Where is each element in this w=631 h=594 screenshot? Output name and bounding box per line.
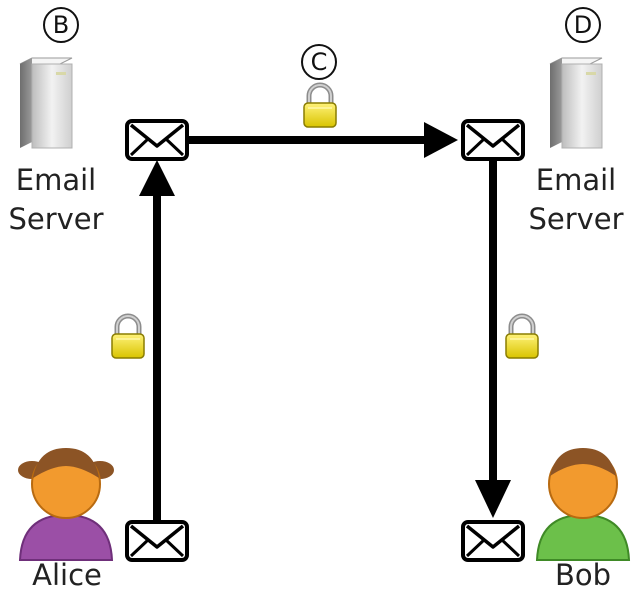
channel-c-marker: C: [301, 44, 337, 80]
lock-icon: [112, 316, 144, 358]
arrow-server-b-to-server-d: [187, 122, 458, 158]
envelope-icon: [125, 520, 189, 562]
bob-label: Bob: [554, 558, 612, 592]
alice-label: Alice: [32, 558, 102, 592]
envelope-icon: [125, 119, 189, 161]
alice-avatar-icon: [18, 448, 114, 561]
server-d-label-line1: Email: [535, 163, 617, 197]
envelope-icon: [461, 119, 525, 161]
server-icon: [19, 57, 73, 149]
server-b-label-line2: Server: [8, 202, 104, 236]
server-d-label-line2: Server: [528, 202, 624, 236]
arrow-alice-to-server-b: [139, 160, 175, 520]
bob-avatar-icon: [535, 448, 631, 561]
arrow-server-d-to-bob: [475, 160, 511, 518]
server-d-marker: D: [565, 7, 601, 43]
envelope-icon: [461, 520, 525, 562]
lock-icon: [506, 316, 538, 358]
server-b-label-line1: Email: [15, 163, 97, 197]
lock-icon: [304, 85, 336, 127]
server-icon: [549, 57, 603, 149]
server-b-marker: B: [43, 7, 79, 43]
